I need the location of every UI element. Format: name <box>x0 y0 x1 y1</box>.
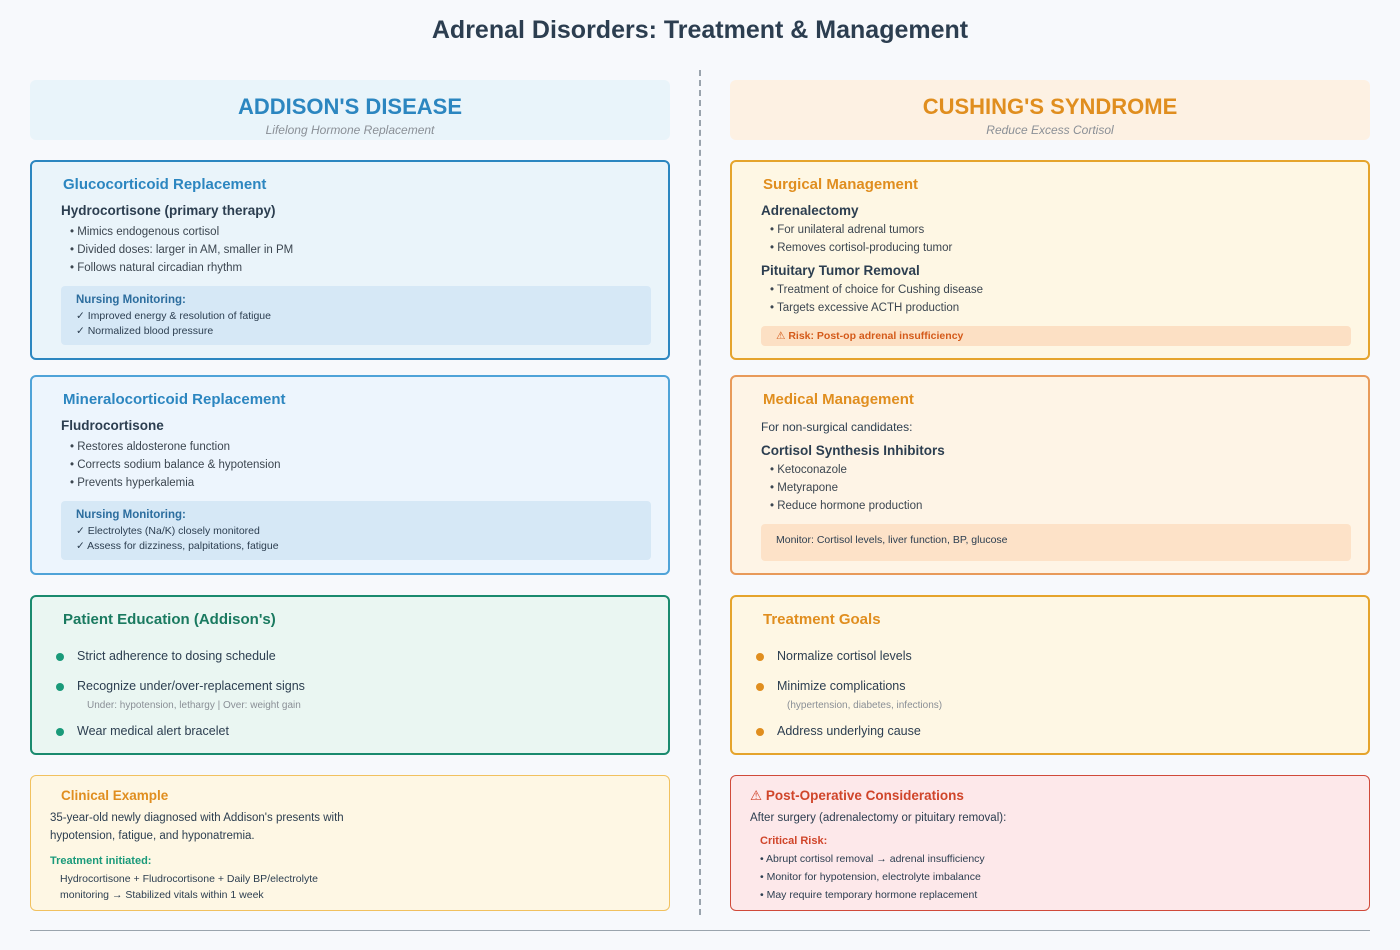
treatment-goals-card: Treatment Goals Normalize cortisol level… <box>730 595 1370 755</box>
medical-title: Medical Management <box>763 391 914 408</box>
pituitary-bullets: Treatment of choice for Cushing disease … <box>770 281 983 317</box>
clinical-example-card: Clinical Example 35-year-old newly diagn… <box>30 775 670 911</box>
replacement-signs-note: Under: hypotension, lethargy | Over: wei… <box>87 700 301 711</box>
list-item: Prevents hyperkalemia <box>70 474 281 492</box>
monitoring-title: Nursing Monitoring: <box>76 294 186 306</box>
fludrocortisone-label: Fludrocortisone <box>61 418 164 433</box>
glucocorticoid-title: Glucocorticoid Replacement <box>63 176 267 193</box>
bottom-divider <box>30 930 1370 931</box>
cushings-title: CUSHING'S SYNDROME <box>922 94 1178 119</box>
goals-title: Treatment Goals <box>763 611 881 628</box>
list-item: Treatment of choice for Cushing disease <box>770 281 983 299</box>
addisons-title: ADDISON'S DISEASE <box>237 94 463 119</box>
monitoring-item: ✓ Normalized blood pressure <box>76 325 214 337</box>
treatment-detail: Hydrocortisone + Fludrocortisone + Daily… <box>60 873 318 901</box>
monitoring-item: ✓ Improved energy & resolution of fatigu… <box>76 310 271 322</box>
treatment-initiated-label: Treatment initiated: <box>50 855 152 867</box>
list-item: Removes cortisol-producing tumor <box>770 239 952 257</box>
critical-risk-label: Critical Risk: <box>760 835 828 847</box>
cushings-subtitle: Reduce Excess Cortisol <box>986 123 1114 137</box>
list-item: Follows natural circadian rhythm <box>70 259 293 277</box>
list-item: Divided doses: larger in AM, smaller in … <box>70 241 293 259</box>
postop-considerations-card: ⚠ Post-Operative Considerations After su… <box>730 775 1370 911</box>
list-item: Metyrapone <box>770 479 922 497</box>
list-item: May require temporary hormone replacemen… <box>760 886 985 904</box>
postop-intro: After surgery (adrenalectomy or pituitar… <box>750 812 1007 824</box>
mineralocorticoid-title: Mineralocorticoid Replacement <box>63 391 286 408</box>
list-item: Restores aldosterone function <box>70 438 281 456</box>
surgical-title: Surgical Management <box>763 176 919 193</box>
list-item: For unilateral adrenal tumors <box>770 221 952 239</box>
bullet-dot-icon <box>56 653 64 661</box>
bullet-dot-icon <box>756 728 764 736</box>
pituitary-removal-label: Pituitary Tumor Removal <box>761 263 920 278</box>
medical-management-card: Medical Management For non-surgical cand… <box>730 375 1370 575</box>
glucocorticoid-monitoring: Nursing Monitoring: ✓ Improved energy & … <box>61 286 651 345</box>
example-title: Clinical Example <box>61 788 169 803</box>
list-item: Abrupt cortisol removal → adrenal insuff… <box>760 850 985 868</box>
medical-intro: For non-surgical candidates: <box>761 420 913 434</box>
mineralocorticoid-bullets: Restores aldosterone function Corrects s… <box>70 438 281 492</box>
education-title: Patient Education (Addison's) <box>63 611 276 628</box>
postop-list: Abrupt cortisol removal → adrenal insuff… <box>760 850 985 904</box>
adrenalectomy-label: Adrenalectomy <box>761 203 859 218</box>
bullet-dot-icon <box>56 683 64 691</box>
example-text: 35-year-old newly diagnosed with Addison… <box>50 812 344 842</box>
list-item: Targets excessive ACTH production <box>770 299 983 317</box>
medical-monitoring: Monitor: Cortisol levels, liver function… <box>761 524 1351 561</box>
inhibitor-bullets: Ketoconazole Metyrapone Reduce hormone p… <box>770 461 922 515</box>
page-title: Adrenal Disorders: Treatment & Managemen… <box>431 16 969 44</box>
adrenalectomy-bullets: For unilateral adrenal tumors Removes co… <box>770 221 952 257</box>
monitoring-item: ✓ Electrolytes (Na/K) closely monitored <box>76 525 260 537</box>
hydrocortisone-label: Hydrocortisone (primary therapy) <box>61 203 276 218</box>
patient-education-card: Patient Education (Addison's) Strict adh… <box>30 595 670 755</box>
list-item: Corrects sodium balance & hypotension <box>70 456 280 474</box>
postop-title: ⚠ Post-Operative Considerations <box>750 788 964 803</box>
list-item: Mimics endogenous cortisol <box>70 223 293 241</box>
bullet-dot-icon <box>56 728 64 736</box>
bullet-dot-icon <box>756 653 764 661</box>
center-divider <box>699 70 701 915</box>
inhibitors-label: Cortisol Synthesis Inhibitors <box>761 443 945 458</box>
glucocorticoid-bullets: Mimics endogenous cortisol Divided doses… <box>70 223 293 277</box>
surgical-management-card: Surgical Management Adrenalectomy For un… <box>730 160 1370 360</box>
bullet-dot-icon <box>756 683 764 691</box>
list-item: Ketoconazole <box>770 461 922 479</box>
monitoring-item: ✓ Assess for dizziness, palpitations, fa… <box>76 540 279 552</box>
glucocorticoid-card: Glucocorticoid Replacement Hydrocortison… <box>30 160 670 360</box>
addisons-subtitle: Lifelong Hormone Replacement <box>265 123 435 137</box>
complications-note: (hypertension, diabetes, infections) <box>787 700 943 711</box>
list-item: Monitor for hypotension, electrolyte imb… <box>760 868 985 886</box>
list-item: Reduce hormone production <box>770 497 922 515</box>
cushings-header: CUSHING'S SYNDROME Reduce Excess Cortiso… <box>730 80 1370 140</box>
mineralocorticoid-monitoring: Nursing Monitoring: ✓ Electrolytes (Na/K… <box>61 501 651 560</box>
mineralocorticoid-card: Mineralocorticoid Replacement Fludrocort… <box>30 375 670 575</box>
addisons-header: ADDISON'S DISEASE Lifelong Hormone Repla… <box>30 80 670 140</box>
postop-risk-warning: ⚠ Risk: Post-op adrenal insufficiency <box>761 326 1351 346</box>
monitoring-title: Nursing Monitoring: <box>76 509 186 521</box>
